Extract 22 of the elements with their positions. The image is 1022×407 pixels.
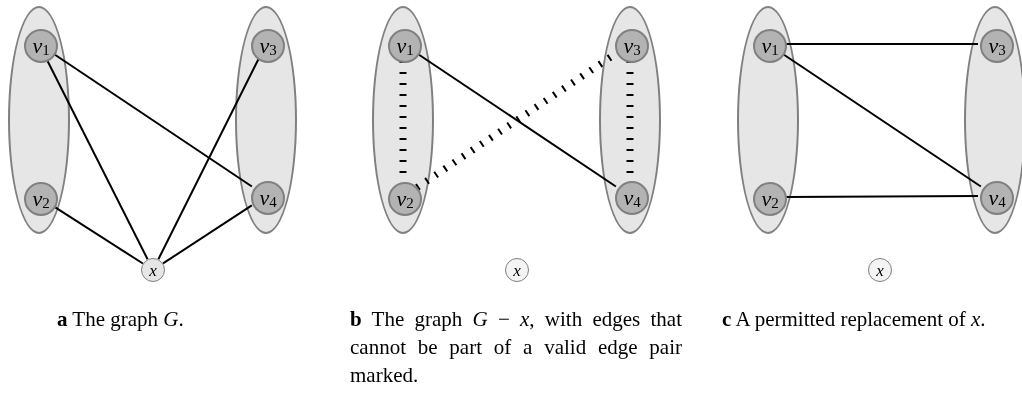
vertex-node: x [868, 258, 892, 282]
vertex-node: v$_{4}$ [615, 181, 649, 215]
vertex-node: v$_{1}$ [753, 29, 787, 63]
vertex-node: v$_{3}$ [615, 29, 649, 63]
subfigure-caption: a The graph G. [57, 306, 185, 333]
vertex-node: v$_{2}$ [388, 182, 422, 216]
vertex-node: v$_{1}$ [388, 29, 422, 63]
vertex-node: x [141, 258, 165, 282]
edge-line [157, 58, 260, 261]
vertex-node: v$_{3}$ [980, 29, 1014, 63]
edge-line [784, 43, 979, 45]
vertex-node: v$_{1}$ [24, 29, 58, 63]
subfigure-caption: c A permitted replacement of x. [722, 306, 987, 333]
subfigure-caption: b The graph G − x, with edges that cannot be part of a valid edge pair marked. [350, 306, 682, 389]
vertex-node: v$_{2}$ [753, 182, 787, 216]
vertex-node: v$_{2}$ [24, 182, 58, 216]
vertex-node: v$_{3}$ [251, 29, 285, 63]
vertex-node: x [505, 258, 529, 282]
edge-line [784, 195, 979, 198]
vertex-node: v$_{4}$ [980, 181, 1014, 215]
vertex-node: v$_{4}$ [251, 181, 285, 215]
edge-line [162, 204, 253, 265]
